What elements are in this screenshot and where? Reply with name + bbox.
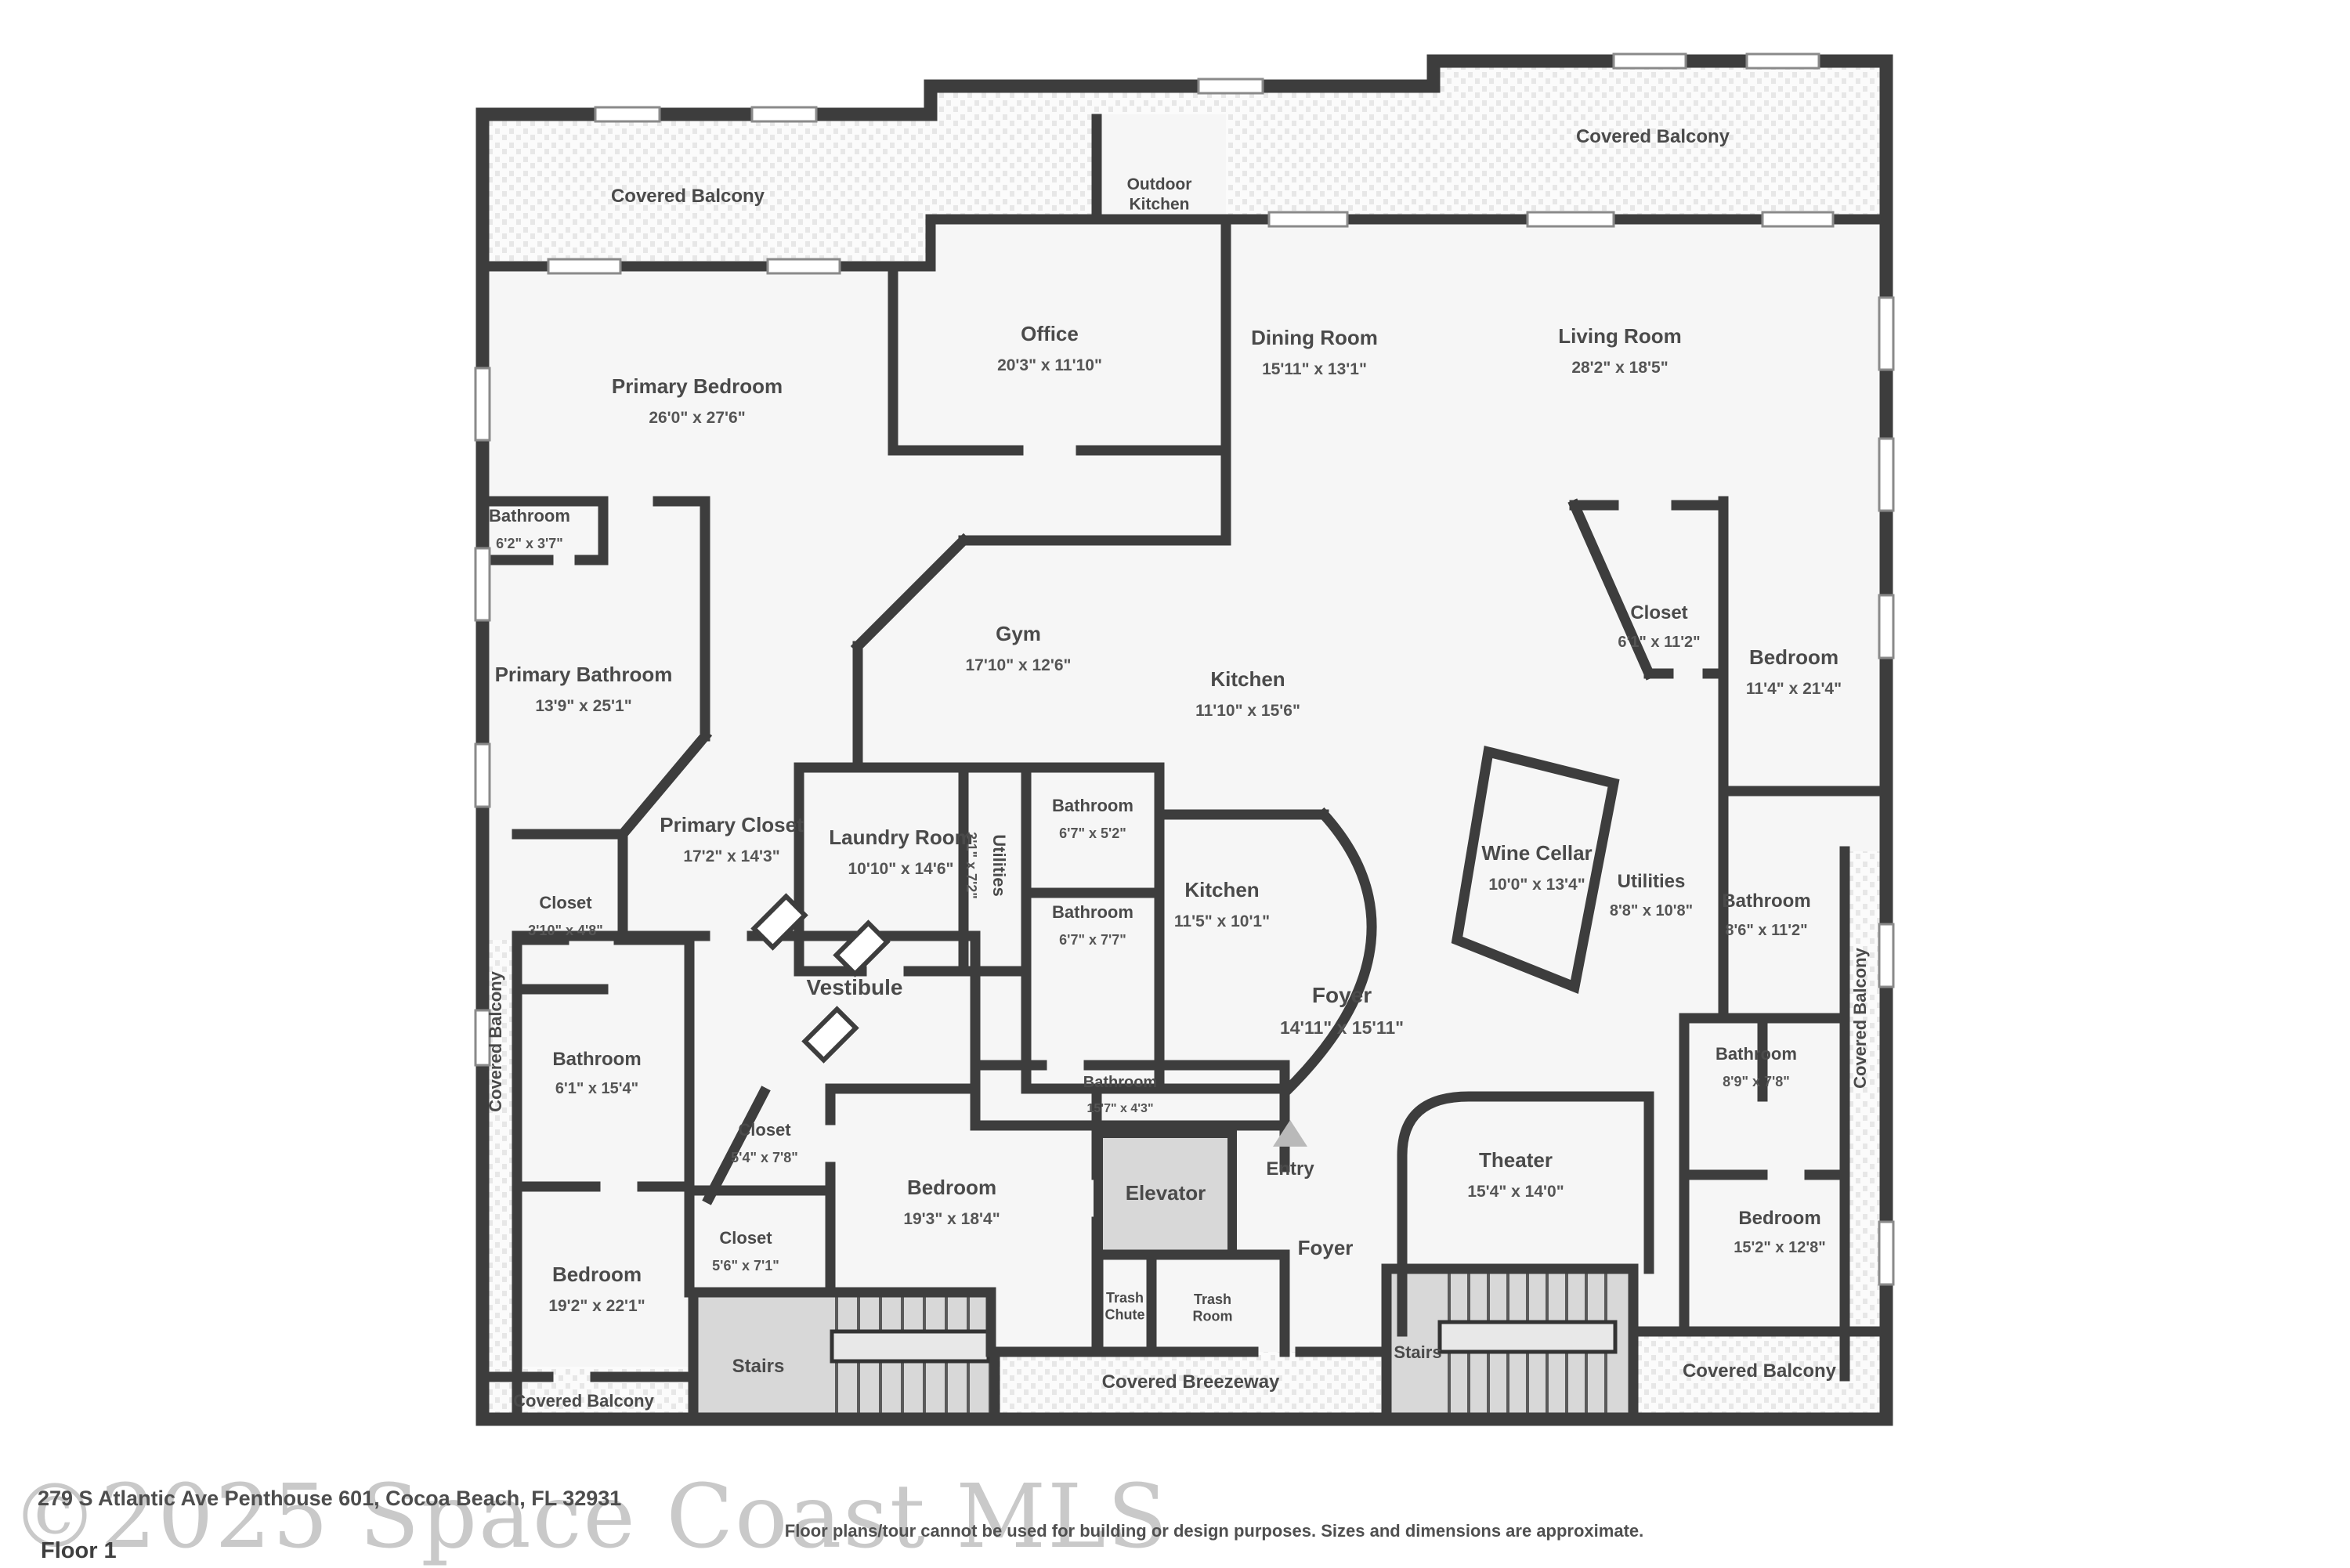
entry-marker-icon (1273, 1120, 1307, 1147)
room-label-covered-balcony: Covered Balcony (1576, 126, 1730, 147)
room-label-utilities: Utilities (989, 834, 1009, 896)
room-label-gym: Gym (996, 622, 1041, 645)
room-label-laundry-room: Laundry Room (829, 826, 972, 849)
room-dims-bathroom: 8'9" x 7'8" (1723, 1074, 1790, 1089)
room-dims-closet: 5'6" x 7'1" (712, 1258, 779, 1274)
room-label-bedroom: Bedroom (1738, 1208, 1820, 1229)
room-label-trash-room: Room (1193, 1309, 1233, 1324)
room-label-theater: Theater (1479, 1148, 1553, 1172)
room-dims-bedroom: 19'2" x 22'1" (548, 1297, 645, 1315)
floor-label: Floor 1 (41, 1538, 117, 1563)
room-label-closet: Closet (719, 1228, 772, 1248)
room-label-bathroom: Bathroom (1083, 1074, 1157, 1091)
room-dims-foyer: 14'11" x 15'11" (1280, 1017, 1404, 1038)
door-markers (750, 893, 891, 1064)
room-label-stairs: Stairs (1394, 1342, 1441, 1362)
room-label-dining-room: Dining Room (1251, 326, 1378, 349)
room-dims-gym: 17'10" x 12'6" (965, 656, 1071, 674)
room-dims-primary-closet: 17'2" x 14'3" (683, 847, 779, 865)
room-label-vestibule: Vestibule (807, 975, 903, 999)
room-dims-utilities: 8'8" x 10'8" (1610, 902, 1693, 919)
room-label-covered-balcony: Covered Balcony (1850, 947, 1870, 1088)
room-label-primary-closet: Primary Closet (660, 813, 804, 836)
room-dims-bathroom: 8'6" x 11'2" (1725, 922, 1807, 939)
interior-walls (477, 114, 1892, 1425)
windows (474, 52, 1895, 1286)
room-label-covered-balcony: Covered Balcony (1683, 1360, 1837, 1382)
room-label-bathroom: Bathroom (1722, 891, 1810, 912)
room-label-primary-bathroom: Primary Bathroom (495, 663, 673, 686)
room-dims-bedroom: 19'3" x 18'4" (903, 1210, 1000, 1228)
room-label-bedroom: Bedroom (907, 1176, 996, 1199)
room-label-elevator: Elevator (1126, 1181, 1206, 1205)
room-label-foyer: Foyer (1312, 983, 1372, 1007)
disclaimer-text: Floor plans/tour cannot be used for buil… (784, 1521, 1644, 1541)
room-dims-primary-bathroom: 13'9" x 25'1" (535, 697, 631, 715)
room-label-wine-cellar: Wine Cellar (1481, 841, 1592, 865)
room-label-covered-balcony: Covered Balcony (611, 186, 765, 207)
room-dims-bathroom: 6'2" x 3'7" (496, 536, 563, 551)
room-label-kitchen: Kitchen (1184, 878, 1259, 901)
room-dims-office: 20'3" x 11'10" (997, 356, 1102, 374)
stairs-left (693, 1292, 992, 1419)
room-dims-bathroom: 15'7" x 4'3" (1086, 1102, 1153, 1115)
room-label-trash-chute: Trash (1106, 1290, 1144, 1306)
room-dims-bedroom: 15'2" x 12'8" (1734, 1239, 1825, 1256)
room-label-outdoor-kitchen: Outdoor (1127, 175, 1192, 193)
room-label-foyer: Foyer (1298, 1236, 1354, 1259)
room-label-bedroom: Bedroom (552, 1263, 642, 1286)
room-dims-closet: 6'1" x 11'2" (1618, 634, 1700, 651)
room-label-closet: Closet (738, 1120, 791, 1140)
room-dims-laundry-room: 10'10" x 14'6" (848, 860, 953, 878)
room-label-bathroom: Bathroom (1052, 796, 1133, 815)
room-label-trash-room: Trash (1194, 1292, 1231, 1307)
room-label-kitchen: Kitchen (1210, 667, 1285, 691)
room-label-entry: Entry (1266, 1158, 1314, 1180)
room-label-covered-balcony: Covered Balcony (513, 1391, 654, 1411)
room-dims-primary-bedroom: 26'0" x 27'6" (649, 409, 745, 427)
mls-watermark: ©2025 Space Coast MLS (11, 1466, 1170, 1568)
room-dims-dining-room: 15'11" x 13'1" (1262, 360, 1367, 378)
room-label-office: Office (1021, 322, 1079, 345)
room-dims-bedroom: 11'4" x 21'4" (1746, 680, 1842, 698)
room-label-bathroom: Bathroom (552, 1049, 641, 1070)
room-label-closet: Closet (539, 893, 592, 912)
room-label-covered-balcony: Covered Balcony (486, 970, 505, 1111)
room-label-bathroom: Bathroom (489, 506, 570, 526)
room-label-closet: Closet (1630, 602, 1687, 623)
exterior-walls (475, 54, 1893, 1426)
room-dims-bathroom: 6'7" x 5'2" (1059, 826, 1126, 841)
property-address: 279 S Atlantic Ave Penthouse 601, Cocoa … (38, 1487, 622, 1510)
room-dims-closet: 3'10" x 4'8" (528, 923, 603, 938)
room-label-stairs: Stairs (732, 1356, 785, 1377)
stairs-right (1386, 1269, 1633, 1419)
room-dims-bathroom: 6'7" x 7'7" (1059, 932, 1126, 948)
room-dims-living-room: 28'2" x 18'5" (1571, 359, 1668, 377)
room-dims-theater: 15'4" x 14'0" (1467, 1183, 1564, 1201)
room-dims-bathroom: 6'1" x 15'4" (555, 1080, 638, 1097)
room-label-covered-breezeway: Covered Breezeway (1102, 1371, 1280, 1393)
room-dims-kitchen: 11'5" x 10'1" (1174, 912, 1270, 930)
room-dims-closet: 5'4" x 7'8" (731, 1150, 798, 1165)
room-label-utilities: Utilities (1618, 871, 1686, 892)
room-dims-wine-cellar: 10'0" x 13'4" (1488, 876, 1585, 894)
room-dims-kitchen: 11'10" x 15'6" (1195, 702, 1300, 720)
room-label-living-room: Living Room (1558, 324, 1681, 348)
room-label-bedroom: Bedroom (1749, 645, 1838, 669)
room-label-bathroom: Bathroom (1052, 902, 1133, 922)
room-label-primary-bedroom: Primary Bedroom (612, 374, 783, 398)
room-label-outdoor-kitchen: Kitchen (1129, 195, 1189, 213)
room-label-bathroom: Bathroom (1716, 1044, 1797, 1064)
room-label-trash-chute: Chute (1105, 1307, 1145, 1323)
interior-floor (483, 61, 1886, 1419)
room-dims-utilities: 3'1" x 7'2" (964, 832, 979, 899)
